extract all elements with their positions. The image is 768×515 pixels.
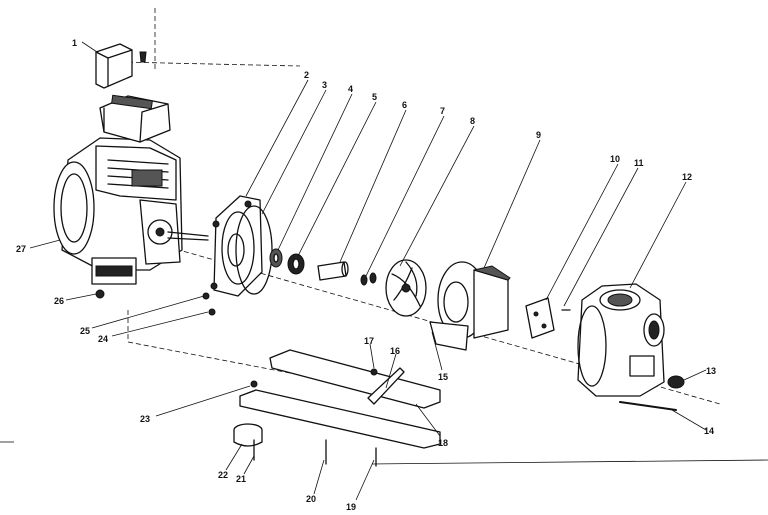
label-13: 13 <box>706 366 716 376</box>
part-1-cover-bracket <box>95 43 147 89</box>
part-4-seal <box>269 248 283 268</box>
label-25: 25 <box>80 326 90 336</box>
label-10: 10 <box>610 154 620 164</box>
part-6-shaft-sleeve <box>317 261 349 281</box>
part-10-plate <box>525 297 555 339</box>
label-12: 12 <box>682 172 692 182</box>
part-3-gasket <box>235 205 273 295</box>
label-22: 22 <box>218 470 228 480</box>
label-7: 7 <box>440 106 445 116</box>
label-2: 2 <box>304 70 309 80</box>
label-27: 27 <box>16 244 26 254</box>
part-22-mount <box>233 423 263 447</box>
part-9-diffuser <box>429 261 511 351</box>
part-13-drain-plug <box>667 375 685 389</box>
label-26: 26 <box>54 296 64 306</box>
part-23-nut <box>250 380 258 388</box>
label-3: 3 <box>322 80 327 90</box>
part-5-spring-seal <box>287 253 305 275</box>
label-16: 16 <box>390 346 400 356</box>
label-5: 5 <box>372 92 377 102</box>
label-21: 21 <box>236 474 246 484</box>
label-14: 14 <box>704 426 714 436</box>
part-8-impeller <box>385 259 427 317</box>
part-7-washers <box>360 272 377 286</box>
label-1: 1 <box>72 38 77 48</box>
label-17: 17 <box>364 336 374 346</box>
part-12-pump-housing <box>577 283 665 397</box>
label-8: 8 <box>470 116 475 126</box>
label-19: 19 <box>346 502 356 512</box>
part-18-base-rails <box>239 349 441 449</box>
part-24-screw <box>208 308 216 316</box>
label-6: 6 <box>402 100 407 110</box>
label-11: 11 <box>634 158 644 168</box>
assembly-axis-lines <box>0 8 768 465</box>
label-18: 18 <box>438 438 448 448</box>
part-14-bolt <box>619 401 677 411</box>
part-labels: 1 2 3 4 5 6 7 8 9 10 11 12 13 14 15 16 1… <box>16 38 716 512</box>
label-4: 4 <box>348 84 353 94</box>
label-20: 20 <box>306 494 316 504</box>
label-9: 9 <box>536 130 541 140</box>
label-24: 24 <box>98 334 108 344</box>
label-15: 15 <box>438 372 448 382</box>
part-27-engine <box>53 94 209 299</box>
part-17-nut <box>370 368 378 376</box>
leader-lines <box>29 41 707 501</box>
label-23: 23 <box>140 414 150 424</box>
